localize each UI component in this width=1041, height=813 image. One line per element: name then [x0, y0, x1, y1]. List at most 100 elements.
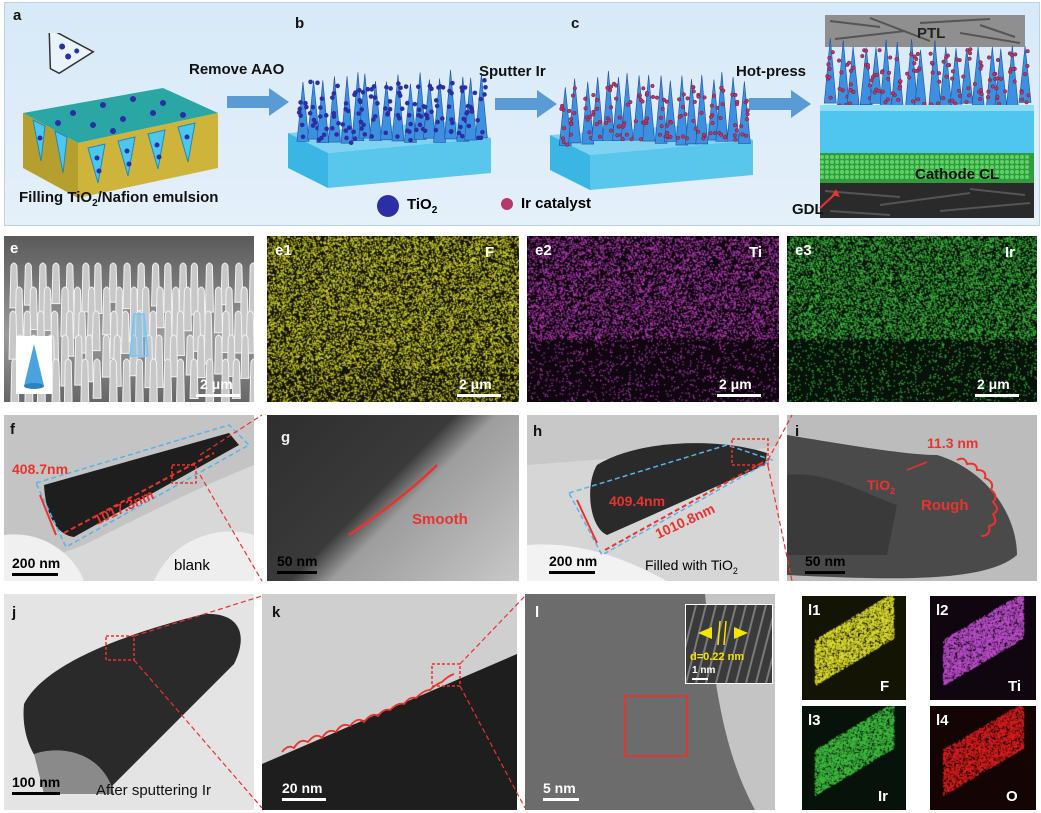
mea-stack-illustration [819, 15, 1034, 218]
particle [681, 92, 686, 97]
particle [472, 90, 478, 96]
particle [396, 81, 401, 86]
catalyst-dot [840, 165, 844, 169]
pillar [155, 286, 165, 329]
catalyst-dot [820, 170, 824, 174]
particle [880, 89, 885, 94]
cathode-cl-label: Cathode CL [915, 166, 1000, 183]
tio2-annotation: TiO2 [867, 477, 896, 496]
particle [605, 85, 610, 91]
pillar [122, 358, 131, 402]
catalyst-dot [980, 175, 984, 179]
particle [462, 85, 468, 90]
ptl-label: PTL [917, 25, 946, 42]
catalyst-dot [960, 160, 964, 164]
smooth-annotation: Smooth [412, 511, 468, 528]
catalyst-dot [835, 170, 839, 174]
scale-bar [196, 394, 240, 397]
scale-bar-label: 2 μm [977, 376, 1010, 392]
catalyst-dot [890, 175, 894, 179]
particle [358, 99, 363, 105]
particle [561, 140, 566, 145]
particle [898, 79, 903, 84]
particle [435, 119, 440, 125]
catalyst-dot [975, 160, 979, 164]
catalyst-dot [1025, 165, 1029, 169]
particle [887, 70, 892, 75]
catalyst-dot [985, 165, 989, 169]
pillar [101, 334, 111, 378]
particle [371, 117, 376, 122]
particle [995, 94, 1000, 99]
particle [1024, 100, 1029, 105]
tem-panel-f: f 408.7nm 1017.3nm 200 nm blank [4, 415, 254, 581]
particle [702, 95, 707, 100]
catalyst-dot [905, 155, 909, 159]
inset-scale-label: 1 nm [692, 665, 716, 676]
particle [562, 126, 567, 131]
particle [877, 48, 882, 53]
particle [733, 92, 738, 97]
catalyst-dot [975, 155, 979, 159]
particle [614, 96, 619, 101]
panel-letter-e1: e1 [275, 242, 292, 259]
particle [914, 69, 919, 74]
catalyst-dot [980, 165, 984, 169]
element-label: F [485, 244, 495, 261]
schematic-panel: a b c d Filling TiO2/ [4, 2, 1040, 226]
catalyst-dot [835, 165, 839, 169]
particle [890, 91, 895, 96]
particle [909, 52, 914, 57]
catalyst-dot [950, 170, 954, 174]
panel-letter-l3: l3 [808, 712, 821, 729]
catalyst-dot [945, 165, 949, 169]
catalyst-dot [920, 155, 924, 159]
particle [978, 66, 983, 71]
particle [967, 56, 972, 61]
particle [398, 85, 403, 91]
scale-bar-label: 20 nm [282, 780, 323, 796]
particle [950, 76, 955, 81]
pillar [169, 334, 179, 378]
catalyst-dot [995, 170, 999, 174]
step-sputter-ir: Sputter Ir [479, 63, 546, 80]
particle [361, 122, 366, 128]
particle [708, 114, 714, 119]
particle [964, 100, 969, 105]
ir-legend-marker [501, 197, 513, 210]
pillar [231, 358, 241, 399]
scale-bar-label: 200 nm [549, 553, 598, 569]
particle [340, 122, 346, 127]
particle [395, 134, 400, 139]
catalyst-dot [1005, 165, 1009, 169]
particle [346, 125, 352, 130]
catalyst-dot [890, 170, 894, 174]
catalyst-dot [995, 155, 999, 159]
catalyst-dot [995, 160, 999, 164]
particle [308, 79, 313, 85]
catalyst-dot [870, 170, 874, 174]
tio2-cone-array [288, 69, 491, 188]
particle [990, 84, 995, 89]
particle [696, 94, 701, 99]
catalyst-dot [915, 155, 919, 159]
particle [597, 120, 602, 125]
particle [664, 99, 669, 104]
scale-bar [543, 798, 579, 801]
particle [329, 126, 335, 131]
particle [362, 132, 368, 137]
catalyst-dot [1015, 170, 1019, 174]
cone [369, 81, 382, 141]
catalyst-dot [895, 165, 899, 169]
particle [826, 62, 831, 67]
particle [383, 130, 389, 136]
cone [328, 76, 341, 143]
particle [298, 100, 303, 105]
particle [568, 132, 573, 137]
catalyst-dot [830, 155, 834, 159]
particle [915, 51, 920, 56]
pillar [163, 358, 173, 402]
catalyst-dot [975, 170, 979, 174]
catalyst-dot [950, 160, 954, 164]
catalyst-dot [955, 155, 959, 159]
